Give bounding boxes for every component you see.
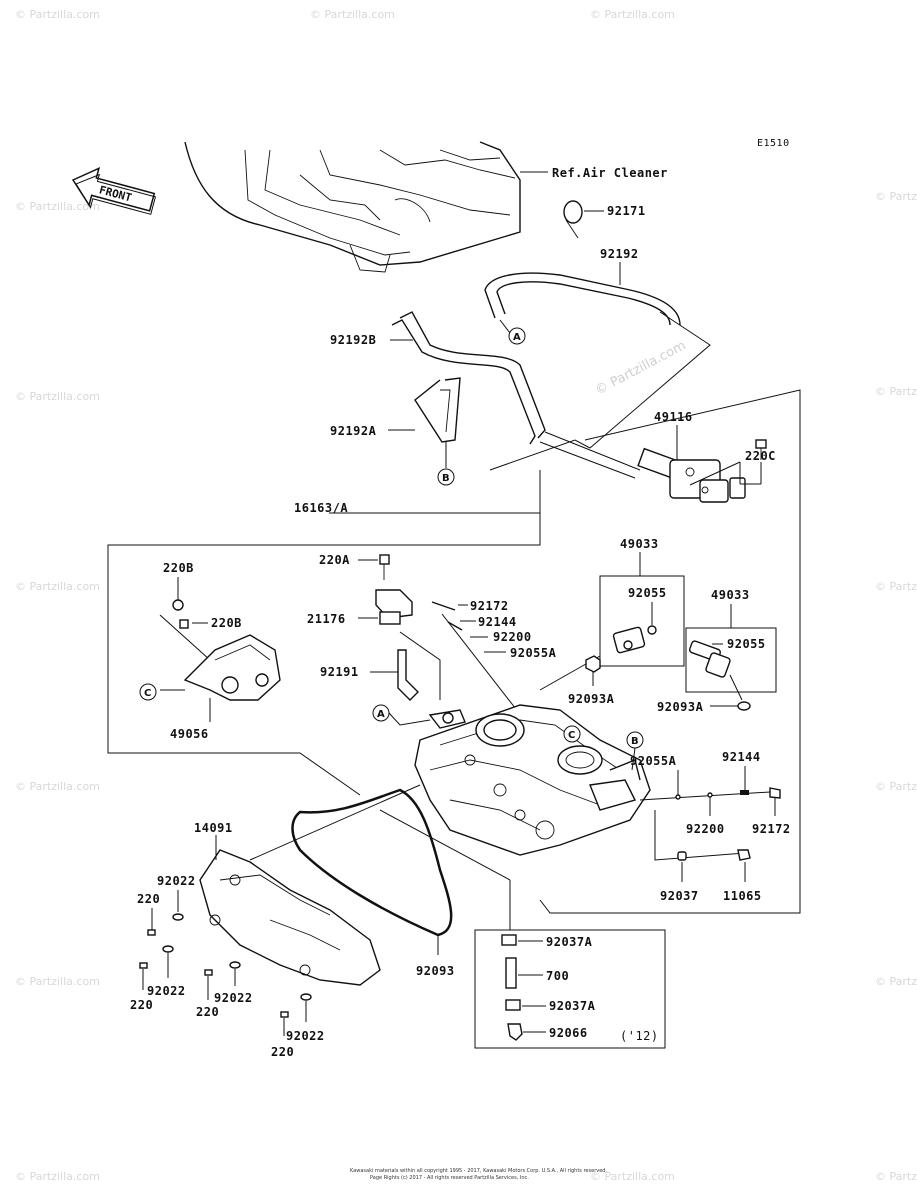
- watermark-text: © Partzilla.com: [15, 580, 100, 593]
- part-label: 92093A: [568, 692, 615, 706]
- watermark-text: © Partzilla.com: [15, 975, 100, 988]
- part-label: 92022: [157, 874, 196, 888]
- part-label: 92022: [147, 984, 186, 998]
- part-label: 92200: [493, 630, 532, 644]
- footer-rights: Page Rights (c) 2017 - All rights reserv…: [370, 1175, 529, 1181]
- watermark-text: © Partzilla.com: [875, 780, 917, 793]
- part-label: 14091: [194, 821, 233, 835]
- part-label: 92037A: [546, 935, 593, 949]
- diagram-code: E1510: [757, 138, 790, 149]
- hose-92191: 92191: [320, 631, 441, 701]
- footer-copyright: Kawasaki materials within all copyright …: [350, 1168, 607, 1174]
- watermark-text: © Partzilla.com: [875, 1170, 917, 1183]
- part-label: 92171: [607, 204, 646, 218]
- part-label: 92055: [727, 637, 766, 651]
- part-label: 220: [271, 1045, 294, 1059]
- ref-air-cleaner-label: Ref.Air Cleaner: [552, 166, 668, 180]
- screw-stack-1: 92172 92144 92200 92055A: [431, 599, 557, 741]
- part-label: 92022: [214, 991, 253, 1005]
- part-label: 92093: [416, 964, 455, 978]
- injector-box-1: 49033 92055 92093A: [539, 537, 685, 706]
- watermark-text: © Partzilla.com: [15, 390, 100, 403]
- part-label: 220C: [745, 449, 776, 463]
- part-label: 92192: [600, 247, 639, 261]
- gasket-92093: 92093: [291, 788, 455, 978]
- part-label: 92037A: [549, 999, 596, 1013]
- part-label: 11065: [723, 889, 762, 903]
- part-label: 49116: [654, 410, 693, 424]
- throttle-body: C B: [414, 704, 651, 856]
- clamp-92171: 92171: [563, 200, 646, 239]
- part-label: 92055A: [510, 646, 557, 660]
- cover-14091: 14091: [194, 784, 421, 986]
- watermark-text: © Partzilla.com: [15, 1170, 100, 1183]
- part-label: 220B: [163, 561, 194, 575]
- part-label: 16163/A: [294, 501, 348, 515]
- watermark-text: © Partzilla.com: [590, 1170, 675, 1183]
- front-arrow-icon: FRONT: [71, 166, 157, 215]
- part-label: 49056: [170, 727, 209, 741]
- part-label: 92066: [549, 1026, 588, 1040]
- hose-kit-12: 92037A 700 92037A 92066 ('12): [379, 809, 666, 1049]
- part-label: 220: [137, 892, 160, 906]
- watermark-center: © Partzilla.com: [593, 338, 689, 398]
- year-note: ('12): [620, 1029, 659, 1043]
- callout-c: C: [144, 688, 151, 699]
- part-label: 92144: [722, 750, 761, 764]
- callout-b: B: [631, 736, 639, 747]
- callout-a: A: [377, 709, 385, 720]
- part-label: 92192B: [330, 333, 376, 347]
- callout-b: B: [442, 473, 450, 484]
- screw-stack-2: 92055A 92144 92200 92172 92037 11065: [630, 750, 791, 903]
- part-label: 92192A: [330, 424, 377, 438]
- part-label: 220B: [211, 616, 242, 630]
- watermark-text: © Partzilla.com: [310, 8, 395, 21]
- air-cleaner-ref: Ref.Air Cleaner: [184, 141, 668, 273]
- part-label: 220A: [319, 553, 350, 567]
- callout-a: A: [513, 332, 521, 343]
- part-label: 92093A: [657, 700, 704, 714]
- watermark-text: © Partzilla.com: [590, 8, 675, 21]
- part-label: 220: [196, 1005, 219, 1019]
- part-label: 700: [546, 969, 569, 983]
- part-label: 92055A: [630, 754, 677, 768]
- part-label: 92191: [320, 665, 359, 679]
- part-label: 92037: [660, 889, 699, 903]
- part-label: 92172: [752, 822, 791, 836]
- part-label: 92022: [286, 1029, 325, 1043]
- watermark-text: © Partzilla.com: [15, 780, 100, 793]
- injector-box-2: 49033 92055 92093A: [657, 588, 777, 714]
- part-label: 220: [130, 998, 153, 1012]
- watermark-text: © Partzilla.com: [15, 200, 100, 213]
- watermark-text: © Partzilla.com: [15, 8, 100, 21]
- hose-92192: 92192 A: [484, 247, 681, 345]
- bracket-49056: 220B 220B C 49056: [139, 561, 281, 741]
- part-label: 49033: [711, 588, 750, 602]
- part-label: 92144: [478, 615, 517, 629]
- part-label: 21176: [307, 612, 346, 626]
- callout-a-mid: A: [372, 704, 431, 726]
- part-label: 92200: [686, 822, 725, 836]
- hose-92192A: 92192A B: [330, 377, 461, 486]
- part-label: 49033: [620, 537, 659, 551]
- watermark-text: © Partzilla.com: [875, 580, 917, 593]
- fasteners-220: 92022 220 220 92022 220 92022 220 92022: [130, 874, 325, 1059]
- sensor-21176: 220A 21176: [307, 553, 413, 626]
- watermark-text: © Partzilla.com: [875, 190, 917, 203]
- part-label: 92055: [628, 586, 667, 600]
- valve-49116: 49116 220C: [637, 410, 776, 503]
- part-label: 92172: [470, 599, 509, 613]
- watermark-text: © Partzilla.com: [875, 385, 917, 398]
- hose-92192B: 92192B: [330, 311, 641, 479]
- watermark-text: © Partzilla.com: [875, 975, 917, 988]
- callout-c: C: [568, 730, 575, 741]
